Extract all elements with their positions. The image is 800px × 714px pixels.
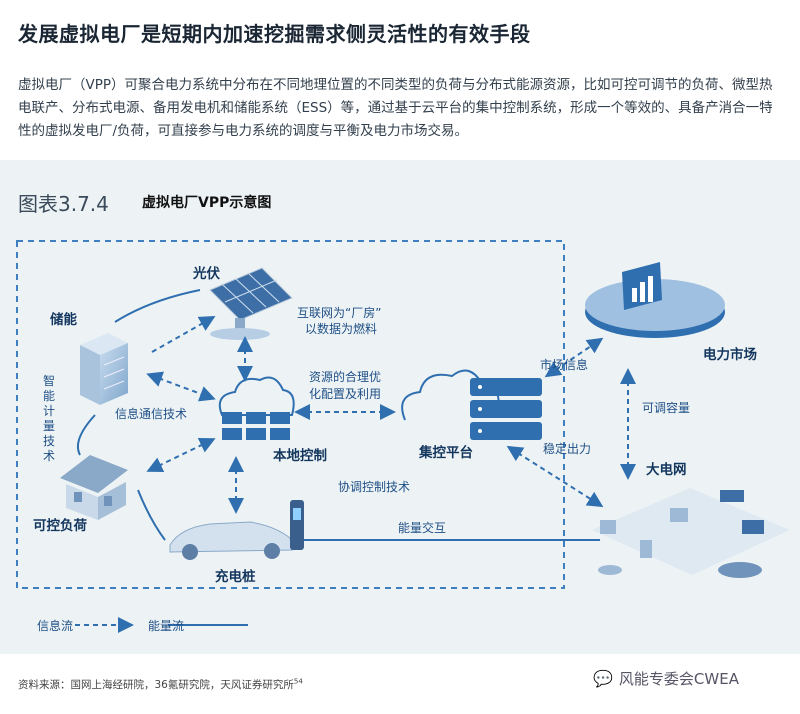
figure-number: 图表3.7.4 xyxy=(18,192,109,216)
node-grid: 大电网 xyxy=(646,462,687,478)
figure-title: 虚拟电厂VPP示意图 xyxy=(142,195,272,211)
label-stable-output: 稳定出力 xyxy=(543,442,592,456)
house-icon xyxy=(60,455,128,520)
intro-paragraph: 虚拟电厂（VPP）可聚合电力系统中分布在不同地理位置的不同类型的负荷与分布式能源… xyxy=(18,77,773,139)
car-charger-icon xyxy=(169,500,304,560)
power-market-icon xyxy=(585,262,725,338)
wechat-icon: 💬 xyxy=(593,669,613,688)
label-info-comm: 信息通信技术 xyxy=(115,407,188,421)
headline: 发展虚拟电厂是短期内加速挖掘需求侧灵活性的有效手段 xyxy=(18,22,531,46)
local-control-icon xyxy=(218,376,295,440)
vpp-boundary xyxy=(16,240,565,589)
label-adjustable-capacity: 可调容量 xyxy=(642,401,691,415)
label-resource-2: 化配置及利用 xyxy=(309,387,382,401)
figure-panel xyxy=(0,160,800,654)
label-data-fuel: 以数据为燃料 xyxy=(305,322,378,336)
node-charger: 充电桩 xyxy=(215,569,256,585)
node-storage: 储能 xyxy=(50,312,77,328)
label-energy-exchange: 能量交互 xyxy=(398,521,447,535)
node-power-market: 电力市场 xyxy=(703,347,757,363)
node-central-platform: 集控平台 xyxy=(419,445,473,461)
label-market-info: 市场信息 xyxy=(540,358,589,372)
legend-energy-flow: 能量流 xyxy=(148,619,185,633)
watermark: 💬 风能专委会CWEA xyxy=(593,669,739,688)
node-local-control: 本地控制 xyxy=(273,448,327,464)
label-coordination: 协调控制技术 xyxy=(338,480,411,494)
source-note: 资料来源：国网上海经研院，36氪研究院，天风证券研究所54 xyxy=(18,677,303,692)
label-internet-factory: 互联网为“厂房” xyxy=(297,306,382,320)
solar-panel-icon xyxy=(209,267,293,340)
node-smart-meter: 智能计量技术 xyxy=(42,374,55,463)
legend-info-flow: 信息流 xyxy=(37,619,74,633)
node-load: 可控负荷 xyxy=(33,518,87,534)
node-solar: 光伏 xyxy=(193,266,220,282)
storage-building-icon xyxy=(80,333,128,405)
power-grid-icon xyxy=(592,488,790,578)
central-platform-icon xyxy=(401,369,542,440)
label-resource-1: 资源的合理优 xyxy=(309,370,382,384)
